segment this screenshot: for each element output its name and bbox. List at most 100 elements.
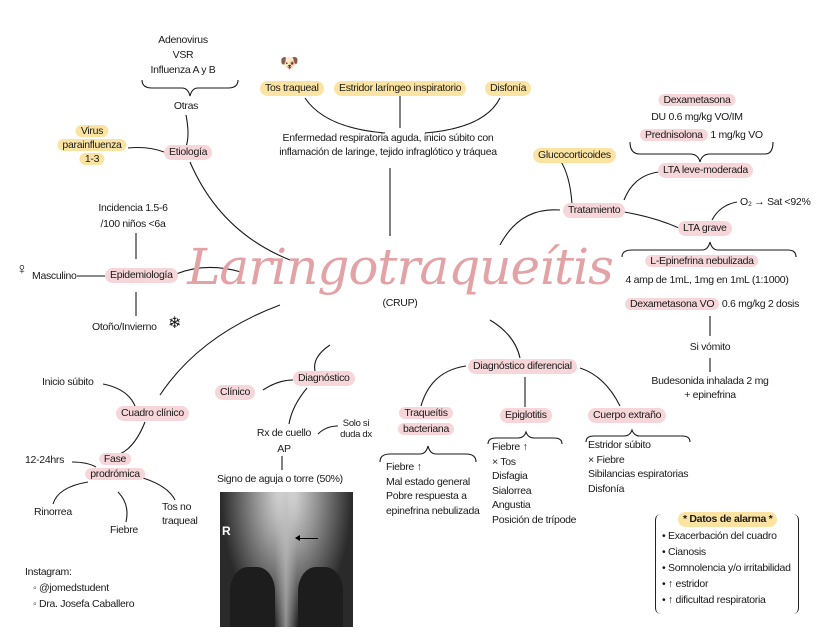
brace-traq [379,445,477,463]
alarm-item: • ↑ dificultad respiratoria [662,594,766,606]
diagnostico-node: Diagnóstico [293,371,355,386]
line-otras-etiologia [185,114,189,148]
virus-parainfluenza: Virus parainfluenza 1-3 [57,124,127,166]
alarm-box [655,514,799,614]
feature: Angustia [492,499,531,511]
traqueitis-features: Fiebre ↑ Mal estado general Pobre respue… [386,460,480,518]
brace-grave [621,241,797,258]
fase-line: prodrómica [85,468,145,480]
xray-marker: R [222,524,231,538]
cuadro-clinico-node: Cuadro clínico [116,406,189,421]
sexo-masculino: Masculino [32,270,77,282]
line-duracion [71,461,97,468]
budesonida-line: + epinefrina [684,389,736,401]
symptom-tos: Tos traqueal [260,81,324,96]
line-tos-no [142,477,176,501]
alarm-item: • Cianosis [662,546,706,558]
epinefrina: L-Epinefrina nebulizada [645,255,759,267]
glucocorticoides: Glucocorticoides [533,148,616,163]
line-disfonia [424,97,501,134]
rx-note-line: duda dx [340,429,372,440]
line-cuadro-fase [119,421,146,455]
epiglotitis-node: Epiglotitis [500,408,552,423]
duracion: 12-24hrs [25,454,65,466]
prednisolona: Prednisolona [640,129,708,141]
rx-cuello: Rx de cuello AP [257,425,311,457]
estacion: Otoño/Invierno [92,321,157,333]
incidencia-line: Incidencia 1.5-6 [98,202,168,214]
etiologia-otras-list: Adenovirus VSR Influenza A y B [151,33,216,78]
incidencia: Incidencia 1.5-6 /100 niños <6a [98,200,168,232]
otras-item: Influenza A y B [150,64,216,76]
oxigeno: O₂ → Sat <92% [740,196,811,208]
alarm-list: • Exacerbación del cuadro • Cianosis • S… [662,528,791,608]
traqueitis-line: bacteriana [397,423,455,435]
etiologia-node: Etiología [164,145,213,160]
line-gluco [559,159,573,205]
definition-line: Enfermedad respiratoria aguda, inicio sú… [282,132,494,144]
line-title-dd [489,319,521,359]
rx-line: AP [277,443,291,455]
cuerpo-extrano-node: Cuerpo extraño [588,408,667,423]
feature: Fiebre ↑ [492,441,528,453]
page-title: Laringotraqueítis [187,238,614,296]
dexametasona-dose: DU 0.6 mg/kg VO/IM [651,111,743,123]
rx-line: Rx de cuello [256,427,312,439]
instagram-link[interactable]: ◦ @jomedstudent [33,582,109,594]
symptom-disfonia: Disfonía [485,81,532,96]
rx-note-line: Solo si [342,418,370,429]
definition: Enfermedad respiratoria aguda, inicio sú… [279,131,497,159]
person-icon: ♀ [16,261,28,278]
lta-leve-node: LTA leve-moderada [658,163,753,178]
line-trat-title [499,209,561,246]
alarm-item: • Exacerbación del cuadro [662,530,777,542]
rinorrea: Rinorrea [34,506,72,518]
dexametasona-grave: Dexametasona VO [625,298,720,310]
traqueitis-line: Traqueítis [399,407,453,419]
feature: Sibilancias espiratorias [588,468,689,480]
tratamiento-node: Tratamiento [563,203,626,218]
line-rx-note [317,425,339,435]
alarm-item: • Somnolencia y/o irritabilidad [662,562,791,574]
line-fiebre [117,491,128,523]
arrow-icon [295,535,318,541]
feature: Disfagia [492,470,528,482]
feature: × Tos [492,455,516,468]
line-title-cuadro [159,304,281,396]
line-oxigeno [711,201,738,221]
brace-epig [487,430,563,445]
line-tos [304,97,386,134]
line-inicio [102,383,136,407]
lta-grave-node: LTA grave [678,221,732,236]
signo-aguja: Signo de aguja o torre (50%) [217,473,343,485]
clinico-node: Clínico [215,385,255,400]
feature: Posición de trípode [492,513,577,526]
brace-cuerpo [585,428,691,443]
fase-prodromica-node: Fase prodrómica [85,452,145,482]
line-trat-grave [623,211,680,229]
author: ◦ Dra. Josefa Caballero [33,598,135,610]
budesonida: Budesonida inhalada 2 mg + epinefrina [651,374,768,402]
otras-label: Otras [173,100,199,112]
feature: Disfonía [588,482,625,495]
alarm-item: • ↑ estridor [662,578,709,590]
page-subtitle: (CRUP) [382,297,418,309]
symptom-estridor: Estridor laríngeo inspiratorio [334,81,467,96]
cuerpo-extrano-features: Estridor súbito × Fiebre Sibilancias esp… [588,438,688,496]
budesonida-line: Budesonida inhalada 2 mg [651,375,769,387]
feature: epinefrina nebulizada [386,504,480,517]
dog-icon: 🐶 [280,55,299,72]
si-vomito: Si vómito [689,341,731,353]
traqueitis-node: Traqueítis bacteriana [397,405,455,437]
alarm-title: * Datos de alarma * [678,512,778,527]
fiebre: Fiebre [110,524,138,536]
line-virus-etiologia [127,146,165,153]
feature: Pobre respuesta a [386,490,467,502]
virus-line: 1-3 [79,153,105,165]
fase-line: Fase [98,453,132,465]
epinefrina-dose: 4 amp de 1mL, 1mg en 1mL (1:1000) [625,274,789,286]
definition-line: inflamación de laringe, tejido infraglót… [279,146,497,158]
otras-item: VSR [172,49,194,61]
line-title-diag [314,344,331,372]
